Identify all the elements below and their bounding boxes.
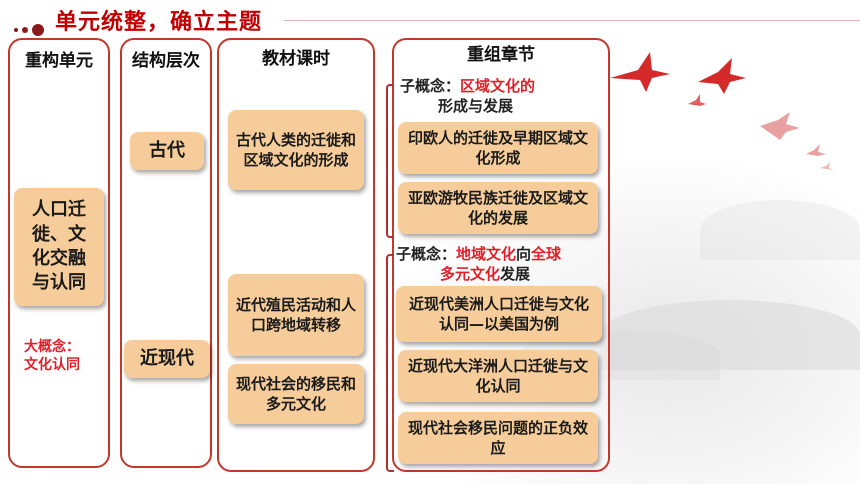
bird-icon	[806, 144, 826, 156]
card-chapter-2: 亚欧游牧民族迁徙及区域文化的发展	[398, 182, 598, 234]
bracket-subconcept-2	[386, 254, 394, 472]
subconcept-2-highlight-2: 全球	[531, 245, 562, 263]
card-modern: 近现代	[124, 340, 210, 378]
card-chapter-5: 现代社会移民问题的正负效应	[398, 412, 598, 464]
bird-icon	[698, 58, 746, 94]
subconcept-2: 子概念：地域文化向全球 多元文化发展	[396, 244, 606, 285]
heading-structure-level: 结构层次	[132, 51, 200, 71]
subconcept-2-connector: 向	[516, 245, 532, 263]
card-ancient: 古代	[130, 132, 204, 170]
bird-icon	[820, 162, 834, 170]
subconcept-2-tail: 发展	[500, 265, 531, 284]
card-lesson-3: 现代社会的移民和多元文化	[228, 364, 364, 424]
subconcept-1-prefix: 子概念：	[400, 77, 461, 95]
card-chapter-3: 近现代美洲人口迁徙与文化认同—以美国为例	[396, 286, 602, 342]
bracket-subconcept-1	[386, 84, 394, 238]
card-chapter-4: 近现代大洋洲人口迁徙与文化认同	[398, 350, 598, 402]
mountain-shape	[700, 200, 860, 260]
subconcept-2-highlight-3: 多元文化	[440, 265, 501, 284]
page-title: 单元统整，确立主题	[55, 10, 263, 35]
card-unit-theme: 人口迁徙、文化交融与认同	[14, 188, 104, 306]
heading-textbook-lessons: 教材课时	[262, 49, 330, 69]
subconcept-2-highlight-1: 地域文化	[456, 245, 517, 263]
big-concept: 大概念： 文化认同	[24, 338, 80, 374]
mountain-shape	[600, 300, 860, 370]
heading-restructured-unit: 重构单元	[25, 51, 93, 71]
flying-birds-decoration	[610, 52, 834, 170]
bird-icon	[610, 52, 670, 92]
subconcept-2-prefix: 子概念：	[396, 245, 457, 263]
panel-structure-level	[120, 38, 212, 468]
heading-reorganized-chapters: 重组章节	[467, 45, 535, 65]
card-chapter-1: 印欧人的迁徙及早期区域文化形成	[398, 122, 598, 174]
card-lesson-2: 近代殖民活动和人口跨地域转移	[228, 274, 364, 356]
bird-icon	[760, 112, 800, 140]
big-concept-value: 文化认同	[24, 357, 80, 374]
big-concept-label: 大概念：	[24, 339, 80, 355]
subconcept-1-highlight: 区域文化的	[460, 77, 536, 95]
bird-icon	[688, 94, 706, 106]
subconcept-1-line2: 形成与发展	[438, 97, 514, 116]
card-lesson-1: 古代人类的迁徙和区域文化的形成	[228, 110, 364, 190]
header-divider	[284, 20, 860, 21]
subconcept-1: 子概念：区域文化的 形成与发展	[400, 76, 600, 117]
